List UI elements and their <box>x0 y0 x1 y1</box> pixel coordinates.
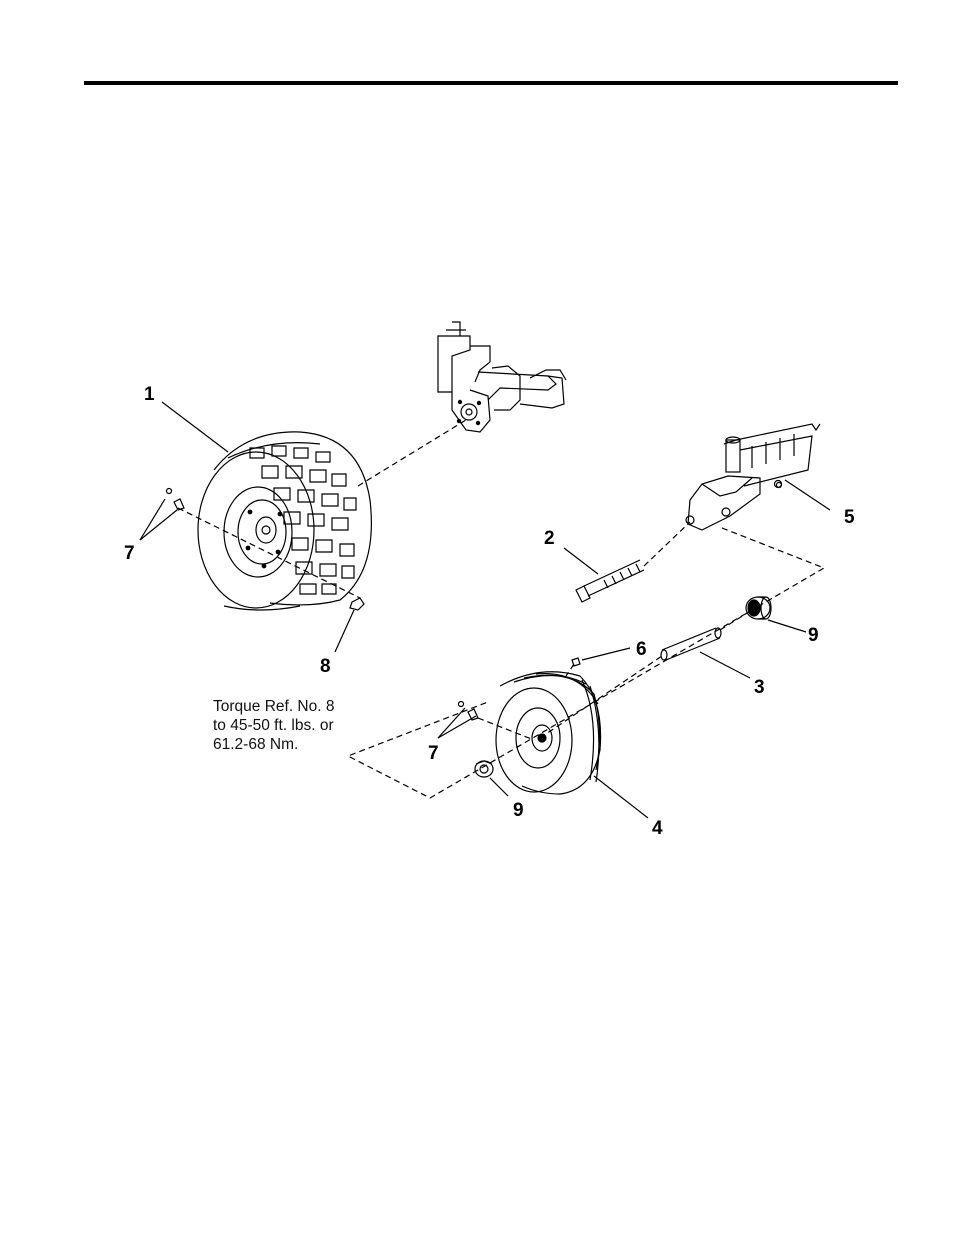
grease-fitting-upper <box>167 489 185 511</box>
callout-7-upper: 7 <box>124 543 135 564</box>
callout-1: 1 <box>144 384 155 405</box>
callout-8: 8 <box>320 656 331 677</box>
callout-5: 5 <box>844 507 855 528</box>
callout-9-right: 9 <box>808 625 819 646</box>
callout-2: 2 <box>544 528 555 549</box>
callout-7-lower: 7 <box>428 743 439 764</box>
lug-nut <box>350 598 364 610</box>
torque-note-line-3: 61.2-68 Nm. <box>213 735 373 754</box>
callout-9-left: 9 <box>513 800 524 821</box>
caster-wheel <box>496 672 601 794</box>
torque-note: Torque Ref. No. 8 to 45-50 ft. lbs. or 6… <box>213 697 373 754</box>
callout-6: 6 <box>636 639 647 660</box>
rear-axle-assembly <box>438 322 566 432</box>
caster-axle-rod <box>661 628 721 660</box>
caster-fork-bracket <box>686 424 820 530</box>
torque-note-line-1: Torque Ref. No. 8 <box>213 697 373 716</box>
caster-bolt <box>576 560 644 602</box>
rear-wheel-tire <box>198 432 371 610</box>
callout-4: 4 <box>652 818 663 839</box>
spacer-right <box>746 597 771 619</box>
callout-3: 3 <box>754 677 765 698</box>
torque-note-line-2: to 45-50 ft. lbs. or <box>213 716 373 735</box>
spacer-left <box>475 761 493 777</box>
